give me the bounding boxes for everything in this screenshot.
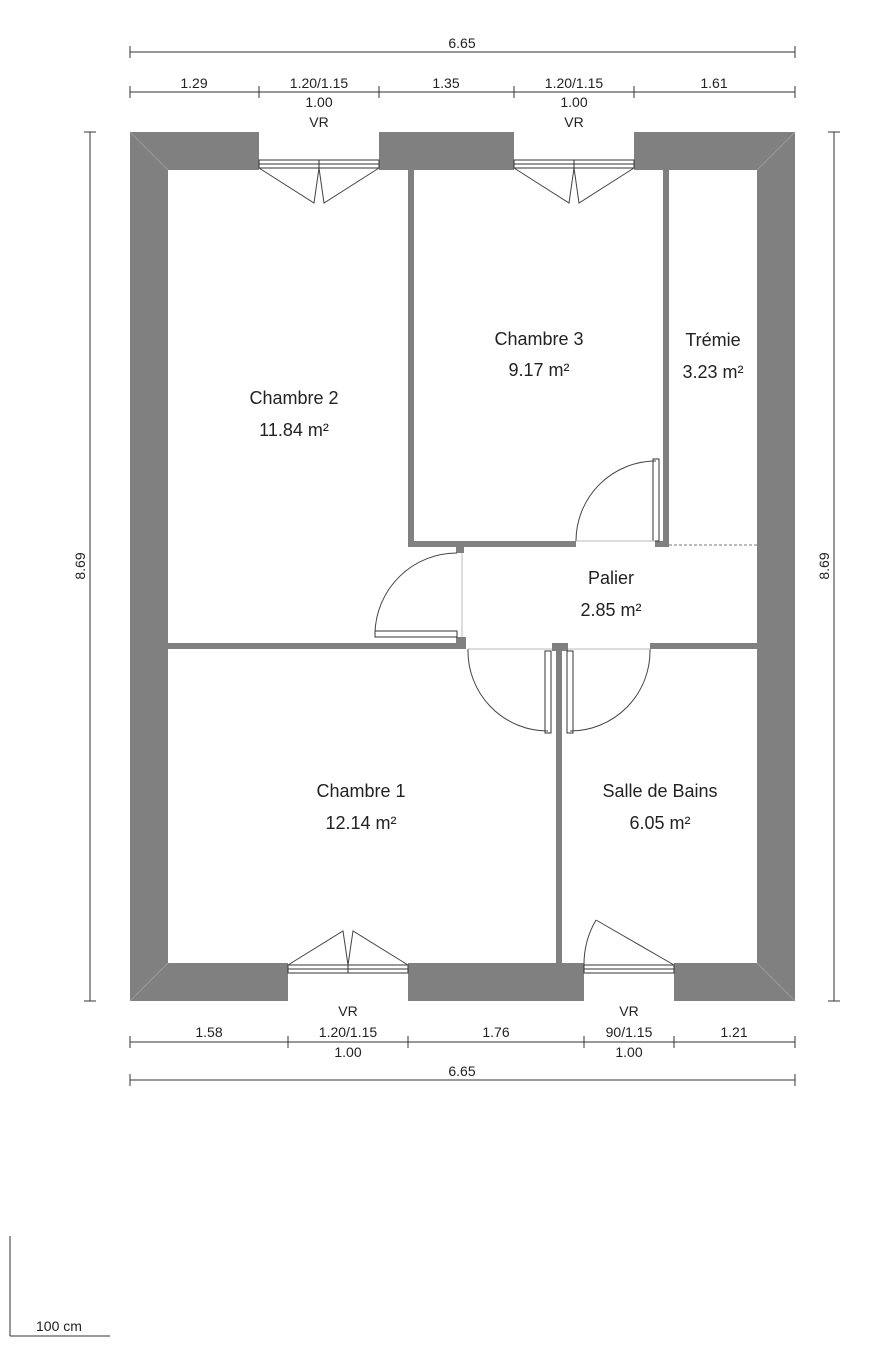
room-area: 11.84 m² (259, 420, 329, 440)
room-name: Trémie (685, 330, 740, 350)
room-area: 3.23 m² (682, 362, 743, 382)
right-dimension: 8.69 (816, 131, 840, 1002)
room-chambre-1: Chambre 1 12.14 m² (316, 781, 405, 833)
bottom-window-1-sill: 1.00 (334, 1044, 361, 1060)
door-chambre-3 (575, 458, 660, 542)
window-top-chambre-2 (258, 159, 380, 204)
room-tremie: Trémie 3.23 m² (682, 330, 743, 382)
door-chambre-2 (374, 552, 458, 638)
top-window-2-sill: 1.00 (560, 94, 587, 110)
room-area: 9.17 m² (508, 360, 569, 380)
top-dimensions: 6.65 1.29 1.20/1.15 1.35 1.20/1.15 1.61 … (129, 35, 796, 130)
top-window-1-sill: 1.00 (305, 94, 332, 110)
left-height-label: 8.69 (72, 552, 88, 579)
door-salle-de-bains (566, 648, 651, 734)
room-area: 2.85 m² (580, 600, 641, 620)
bottom-window-2-type: VR (619, 1003, 638, 1019)
room-name: Palier (588, 568, 634, 588)
room-palier: Palier 2.85 m² (580, 568, 641, 620)
top-segment-5: 1.61 (700, 75, 727, 91)
bottom-segment-1: 1.58 (195, 1024, 222, 1040)
room-name: Chambre 1 (316, 781, 405, 801)
top-segment-1: 1.29 (180, 75, 207, 91)
top-window-2-type: VR (564, 114, 583, 130)
top-segment-4: 1.20/1.15 (545, 75, 604, 91)
room-salle-de-bains: Salle de Bains 6.05 m² (602, 781, 717, 833)
bottom-overall-dimension: 6.65 (448, 1063, 475, 1079)
window-bottom-chambre-1 (287, 930, 409, 974)
room-name: Salle de Bains (602, 781, 717, 801)
interior-walls (168, 170, 757, 1001)
bottom-segment-2: 1.20/1.15 (319, 1024, 378, 1040)
top-segment-3: 1.35 (432, 75, 459, 91)
bottom-dimensions: VR VR 1.58 1.20/1.15 1.76 90/1.15 1.21 1… (129, 1003, 796, 1086)
room-chambre-2: Chambre 2 11.84 m² (249, 388, 338, 440)
room-name: Chambre 3 (494, 329, 583, 349)
right-height-label: 8.69 (816, 552, 832, 579)
room-area: 6.05 m² (629, 813, 690, 833)
bottom-window-1-type: VR (338, 1003, 357, 1019)
room-chambre-3: Chambre 3 9.17 m² (494, 329, 583, 380)
scale-bar: 100 cm (9, 1236, 110, 1337)
window-top-chambre-3 (513, 159, 635, 204)
bottom-window-2-sill: 1.00 (615, 1044, 642, 1060)
bottom-segment-3: 1.76 (482, 1024, 509, 1040)
room-area: 12.14 m² (325, 813, 396, 833)
bottom-segment-5: 1.21 (720, 1024, 747, 1040)
exterior-walls (129, 131, 796, 1002)
window-bottom-salle-de-bains (583, 919, 675, 974)
door-chambre-1 (467, 648, 552, 734)
bottom-segment-4: 90/1.15 (606, 1024, 653, 1040)
scale-label: 100 cm (36, 1318, 82, 1334)
room-name: Chambre 2 (249, 388, 338, 408)
top-overall-dimension: 6.65 (448, 35, 475, 51)
top-window-1-type: VR (309, 114, 328, 130)
left-dimension: 8.69 (72, 131, 96, 1002)
top-segment-2: 1.20/1.15 (290, 75, 349, 91)
